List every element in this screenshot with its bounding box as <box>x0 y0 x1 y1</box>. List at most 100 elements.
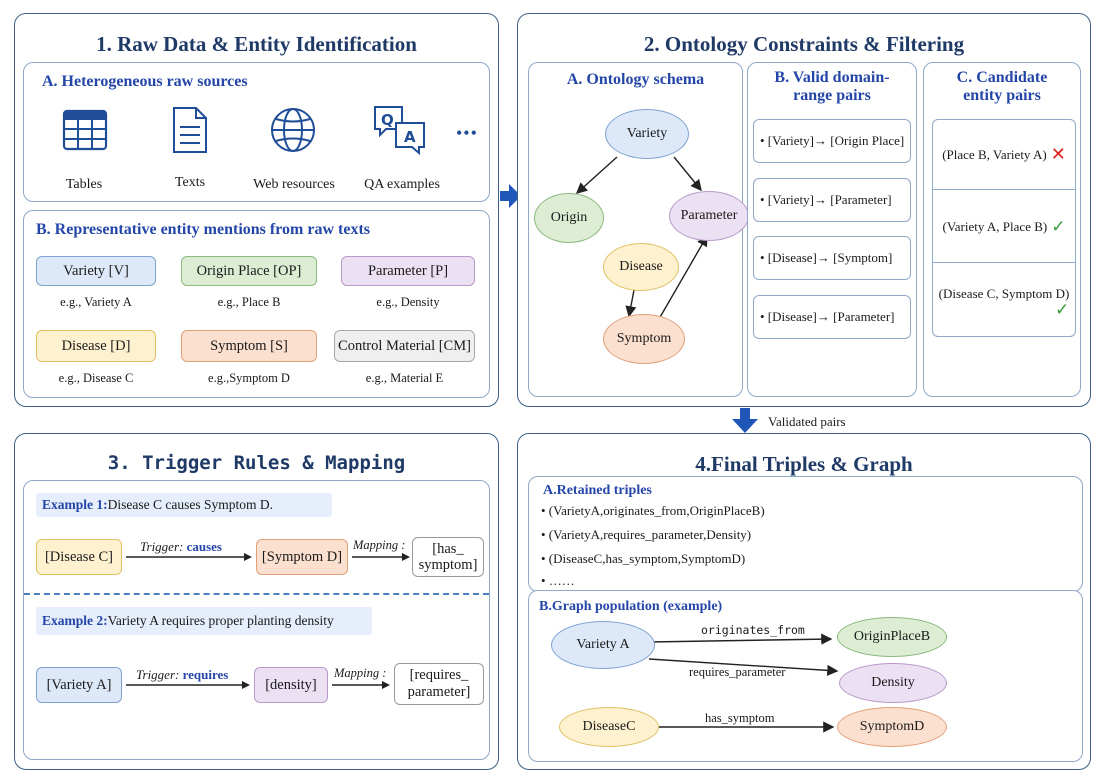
candidate-row-1: (Place B, Variety A) ✕ <box>933 120 1075 190</box>
table-icon <box>62 107 108 153</box>
validated-pairs-label: Validated pairs <box>768 414 846 429</box>
ex1-relation: [has_ symptom] <box>412 537 484 577</box>
ex2-relation: [requires_ parameter] <box>394 663 484 705</box>
ontology-schema-title: A. Ontology schema <box>566 71 705 88</box>
source-label-texts: Texts <box>174 175 206 190</box>
retained-triples-box: A.Retained triples • (VarietyA,originate… <box>528 476 1083 592</box>
panel-3-title: 3. Trigger Rules & Mapping <box>107 452 406 474</box>
candidate-row-2: (Variety A, Place B) ✓ <box>933 191 1075 263</box>
valid-pairs-title-line1: B. Valid domain- <box>774 69 890 86</box>
schema-node-symptom: Symptom <box>603 314 685 364</box>
edge-label-originates: originates_from <box>701 623 805 637</box>
edge-label-requires: requires_parameter <box>689 665 786 679</box>
ex1-trigger-word: causes <box>186 539 222 554</box>
entity-disease: Disease [D] <box>36 330 156 362</box>
valid-pair-3: • [Disease]→ [Symptom] <box>753 236 911 280</box>
entity-variety: Variety [V] <box>36 256 156 286</box>
more-sources-icon: ••• <box>456 123 478 143</box>
schema-node-variety: Variety <box>605 109 689 159</box>
schema-node-origin: Origin <box>534 193 604 243</box>
ex1-mapping-label: Mapping : <box>353 538 406 552</box>
example-parameter: e.g., Density <box>376 295 440 309</box>
document-icon <box>170 105 210 155</box>
example-origin-place: e.g., Place B <box>217 295 281 309</box>
candidate-list: (Place B, Variety A) ✕ (Variety A, Place… <box>932 119 1076 337</box>
graph-node-origin-place-b: OriginPlaceB <box>837 617 947 657</box>
panel-ontology: 2. Ontology Constraints & Filtering A. O… <box>517 13 1091 407</box>
graph-population-title: B.Graph population (example) <box>539 599 723 614</box>
ex2-mapping-arrow <box>332 681 390 689</box>
entity-parameter: Parameter [P] <box>341 256 475 286</box>
example-1-text: Disease C causes Symptom D. <box>107 497 273 512</box>
triple-more: • …… <box>541 573 575 588</box>
ex1-relation-line1: [has_ <box>432 541 464 557</box>
ex1-trigger-arrow <box>126 553 252 561</box>
ex2-mapping-label: Mapping : <box>334 666 387 680</box>
source-label-tables: Tables <box>65 177 103 192</box>
example-divider <box>24 593 489 595</box>
example-symptom: e.g.,Symptom D <box>208 371 290 385</box>
triple-3: • (DiseaseC,has_symptom,SymptomD) <box>541 551 746 566</box>
panel-trigger-rules: 3. Trigger Rules & Mapping Example 1: Di… <box>14 433 499 770</box>
panel-1-title: 1. Raw Data & Entity Identification <box>96 32 417 56</box>
graph-edges <box>648 633 839 733</box>
valid-pair-4: • [Disease]→ [Parameter] <box>753 295 911 339</box>
graph-population-box: B.Graph population (example) Variety A O… <box>528 590 1083 762</box>
source-label-web: Web resources <box>253 177 335 192</box>
ex2-trigger-prefix: Trigger: <box>136 667 183 682</box>
example-1-head: Example 1: <box>42 497 108 512</box>
svg-text:A: A <box>404 128 416 146</box>
example-2-head: Example 2: <box>42 613 108 628</box>
ex1-trigger-prefix: Trigger: <box>140 539 187 554</box>
triple-2: • (VarietyA,requires_parameter,Density) <box>541 527 752 542</box>
schema-node-parameter: Parameter <box>669 191 749 241</box>
valid-check-icon: ✓ <box>1051 216 1066 237</box>
entity-control-material: Control Material [CM] <box>334 330 475 362</box>
valid-check-icon-2: ✓ <box>1055 300 1070 320</box>
ex2-relation-line1: [requires_ <box>409 667 469 683</box>
valid-pair-1: • [Variety]→ [Origin Place] <box>753 119 911 163</box>
candidate-pairs-title-line1: C. Candidate <box>956 69 1048 86</box>
invalid-x-icon: ✕ <box>1050 144 1066 165</box>
candidate-pairs-title-line2: entity pairs <box>963 87 1041 104</box>
schema-node-disease: Disease <box>603 243 679 291</box>
example-disease: e.g., Disease C <box>58 371 134 385</box>
ex1-relation-line2: symptom] <box>418 557 478 573</box>
valid-pairs-box: B. Valid domain- range pairs • [Variety]… <box>747 62 917 397</box>
edge-label-has-symptom: has_symptom <box>705 711 775 725</box>
candidate-row-3: (Disease C, Symptom D) ✓ <box>933 264 1075 338</box>
qa-chat-icon: Q A <box>372 103 428 157</box>
ontology-schema-box: A. Ontology schema Variety Origin Parame… <box>528 62 749 397</box>
graph-node-density: Density <box>839 663 947 703</box>
panel-raw-data: 1. Raw Data & Entity Identification A. H… <box>14 13 499 407</box>
panel-4-title: 4.Final Triples & Graph <box>695 452 913 476</box>
ex1-subject: [Disease C] <box>36 539 122 575</box>
graph-node-variety-a: Variety A <box>551 621 655 669</box>
retained-triples-title: A.Retained triples <box>543 483 652 498</box>
ex1-mapping-arrow <box>352 553 410 561</box>
trigger-examples-box: Example 1: Disease C causes Symptom D. [… <box>23 480 490 760</box>
raw-sources-title: A. Heterogeneous raw sources <box>42 73 248 90</box>
ex2-trigger-arrow <box>126 681 250 689</box>
arrow-panel2-to-panel4 <box>732 408 758 433</box>
candidate-text-2: (Variety A, Place B) <box>942 218 1048 234</box>
ex2-object: [density] <box>254 667 328 703</box>
example-control-material: e.g., Material E <box>365 371 444 385</box>
example-variety: e.g., Variety A <box>60 295 132 309</box>
graph-node-disease-c: DiseaseC <box>559 707 659 747</box>
ex2-trigger-word: requires <box>182 667 229 682</box>
ex2-relation-line2: parameter] <box>407 684 471 700</box>
example-2-sentence: Example 2: Variety A requires proper pla… <box>36 607 372 635</box>
ex1-trigger: Trigger: causes <box>140 539 222 555</box>
entity-mentions-title: B. Representative entity mentions from r… <box>36 221 371 238</box>
valid-pairs-title-line2: range pairs <box>793 87 871 104</box>
entity-mentions-box: B. Representative entity mentions from r… <box>23 210 490 398</box>
valid-pair-2: • [Variety]→ [Parameter] <box>753 178 911 222</box>
candidate-pairs-box: C. Candidate entity pairs (Place B, Vari… <box>923 62 1081 397</box>
svg-text:Q: Q <box>381 111 394 129</box>
ex2-trigger: Trigger: requires <box>136 667 228 683</box>
source-label-qa: QA examples <box>364 177 440 192</box>
graph-node-symptom-d: SymptomD <box>837 707 947 747</box>
panel-2-title: 2. Ontology Constraints & Filtering <box>643 32 965 56</box>
ex1-object: [Symptom D] <box>256 539 348 575</box>
